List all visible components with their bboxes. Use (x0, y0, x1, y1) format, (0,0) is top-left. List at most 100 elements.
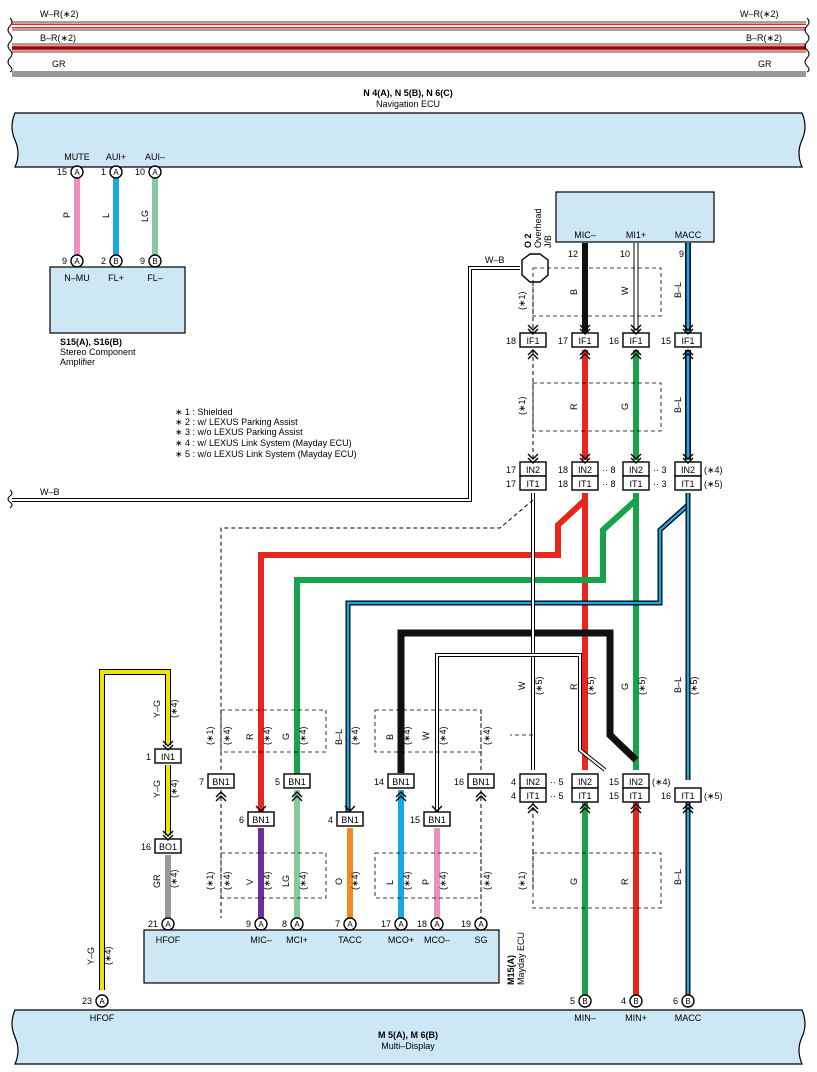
svg-text:∗ 2 : w/ LEXUS Parking Assist: ∗ 2 : w/ LEXUS Parking Assist (175, 417, 298, 427)
svg-text:W: W (517, 681, 527, 690)
bus-br: B–R(∗2) B–R(∗2) (12, 33, 806, 53)
svg-text:15: 15 (609, 777, 619, 787)
svg-text:B: B (582, 997, 587, 1006)
svg-text:Y–G: Y–G (86, 947, 96, 965)
svg-text:IN2: IN2 (629, 465, 643, 475)
svg-text:IN2: IN2 (681, 465, 695, 475)
svg-text:IT1: IT1 (681, 791, 694, 801)
svg-text:R: R (569, 403, 579, 410)
svg-text:MIN+: MIN+ (625, 1013, 647, 1023)
svg-text:BN1: BN1 (252, 815, 270, 825)
svg-text:Y–G: Y–G (152, 780, 162, 798)
svg-text:W: W (421, 731, 431, 740)
svg-text:(∗5): (∗5) (704, 479, 723, 489)
svg-text:(∗4): (∗4) (169, 699, 179, 718)
svg-text:MCO+: MCO+ (388, 935, 414, 945)
svg-text:23: 23 (82, 996, 92, 1006)
svg-text:7: 7 (199, 777, 204, 787)
svg-text:IT1: IT1 (526, 479, 539, 489)
bus-br-label-right: B–R(∗2) (746, 33, 782, 43)
svg-text:·· 5: ·· 5 (550, 777, 564, 787)
bus-gr-label-right: GR (758, 59, 772, 69)
svg-text:16: 16 (454, 777, 464, 787)
svg-text:7: 7 (335, 919, 340, 929)
svg-text:IN2: IN2 (526, 465, 540, 475)
svg-text:MACC: MACC (675, 1013, 702, 1023)
svg-text:O 2: O 2 (523, 233, 533, 248)
nav-pin-label-aui-minus: AUI– (145, 152, 165, 162)
bus-gr-label-left: GR (52, 59, 66, 69)
svg-text:(∗4): (∗4) (482, 726, 492, 745)
svg-text:A: A (74, 257, 80, 266)
svg-text:IF1: IF1 (526, 336, 539, 346)
svg-text:9: 9 (140, 256, 145, 266)
svg-text:B–L: B–L (334, 729, 344, 745)
svg-text:17: 17 (506, 465, 516, 475)
svg-text:16: 16 (141, 842, 151, 852)
nav-pin-label-aui-plus: AUI+ (106, 152, 126, 162)
svg-text:J/B: J/B (543, 235, 553, 248)
svg-text:N–MU: N–MU (64, 273, 90, 283)
svg-text:(∗4): (∗4) (222, 871, 232, 890)
svg-text:A: A (398, 920, 404, 929)
svg-text:14: 14 (374, 777, 384, 787)
svg-text:5: 5 (275, 777, 280, 787)
overhead-jb-ground: O 2 Overhead J/B (521, 208, 553, 283)
svg-text:4: 4 (621, 996, 626, 1006)
svg-text:B–L: B–L (673, 869, 683, 885)
svg-text:IT1: IT1 (681, 479, 694, 489)
svg-text:IT1: IT1 (629, 479, 642, 489)
bus-gr: GR GR (12, 59, 806, 77)
svg-text:BN1: BN1 (472, 777, 490, 787)
svg-text:17: 17 (506, 479, 516, 489)
svg-text:15: 15 (661, 336, 671, 346)
svg-text:(∗4): (∗4) (438, 726, 448, 745)
svg-text:B: B (633, 997, 638, 1006)
svg-text:(∗5): (∗5) (637, 676, 647, 695)
svg-text:A: A (434, 920, 440, 929)
svg-text:·· 8: ·· 8 (602, 479, 616, 489)
svg-text:17: 17 (381, 919, 391, 929)
svg-text:W–B: W–B (485, 255, 505, 265)
svg-text:·· 3: ·· 3 (653, 465, 667, 475)
svg-text:IN2: IN2 (629, 777, 643, 787)
svg-text:W–B: W–B (40, 487, 60, 497)
svg-text:MIN–: MIN– (574, 1013, 596, 1023)
svg-text:Mayday ECU: Mayday ECU (516, 932, 526, 985)
svg-text:A: A (294, 920, 300, 929)
svg-text:(∗5): (∗5) (689, 676, 699, 695)
svg-text:(∗4): (∗4) (402, 871, 412, 890)
svg-text:G: G (281, 733, 291, 740)
svg-text:BN1: BN1 (428, 815, 446, 825)
svg-text:L: L (385, 880, 395, 885)
wire-labels: B W B–L (∗1) R G B–L (∗1) W (∗5) R (∗5) … (86, 282, 699, 965)
nav-ecu-code: N 4(A), N 5(B), N 6(C) (363, 88, 453, 98)
svg-text:·· 8: ·· 8 (602, 465, 616, 475)
svg-text:18: 18 (417, 919, 427, 929)
svg-text:SG: SG (474, 935, 487, 945)
svg-text:17: 17 (558, 336, 568, 346)
wire-label-lg-nav: LG (140, 210, 150, 222)
svg-text:·· 3: ·· 3 (653, 479, 667, 489)
svg-text:A: A (74, 168, 80, 177)
svg-text:9: 9 (62, 256, 67, 266)
svg-text:6: 6 (673, 996, 678, 1006)
svg-text:B–L: B–L (673, 282, 683, 298)
svg-text:Multi–Display: Multi–Display (381, 1041, 435, 1051)
svg-text:(∗5): (∗5) (704, 791, 723, 801)
svg-text:O: O (334, 878, 344, 885)
svg-text:A: A (99, 997, 105, 1006)
svg-text:MCO–: MCO– (424, 935, 450, 945)
svg-text:Overhead: Overhead (533, 208, 543, 248)
bus-br-label-left: B–R(∗2) (40, 33, 76, 43)
svg-text:9: 9 (679, 249, 684, 259)
svg-text:BN1: BN1 (392, 777, 410, 787)
svg-text:R: R (569, 683, 579, 690)
overhead-jb: MIC– MI1+ MACC 12 10 9 (555, 191, 715, 259)
svg-text:15: 15 (609, 791, 619, 801)
svg-text:BN1: BN1 (288, 777, 306, 787)
svg-text:B: B (113, 257, 118, 266)
